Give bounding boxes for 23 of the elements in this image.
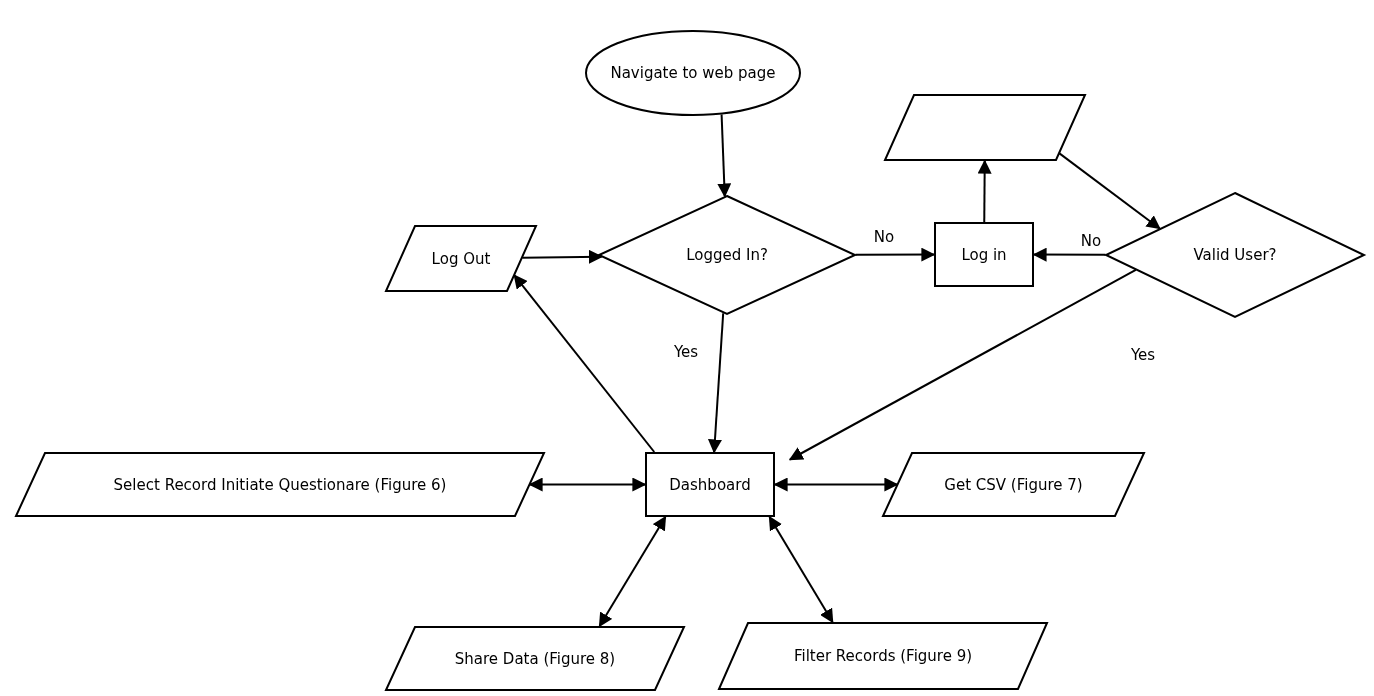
arrow xyxy=(707,312,725,454)
node-label: Select Record Initiate Questionare (Figure 6) xyxy=(113,475,447,494)
node-label: Log Out xyxy=(431,249,491,268)
arrow xyxy=(598,515,667,628)
node-label: Log in xyxy=(961,245,1007,264)
node-label: Filter Records (Figure 9) xyxy=(793,647,973,665)
arrow xyxy=(717,113,732,198)
arrow xyxy=(521,249,603,264)
arrow xyxy=(977,159,992,223)
node-label: Dashboard xyxy=(669,475,751,494)
arrow xyxy=(513,274,656,453)
arrow xyxy=(1032,247,1107,262)
node-label: Valid User? xyxy=(1193,246,1277,264)
node-label: Logged In? xyxy=(686,246,768,264)
node-label: Get CSV (Figure 7) xyxy=(944,475,1083,494)
arrow xyxy=(528,477,647,492)
arrow xyxy=(788,268,1137,461)
arrow xyxy=(854,247,936,262)
node-label: Navigate to web page xyxy=(610,64,776,82)
node-label: Share Data (Figure 8) xyxy=(454,649,616,668)
arrow xyxy=(768,515,834,624)
arrow xyxy=(1058,152,1161,230)
arrow xyxy=(773,477,899,492)
